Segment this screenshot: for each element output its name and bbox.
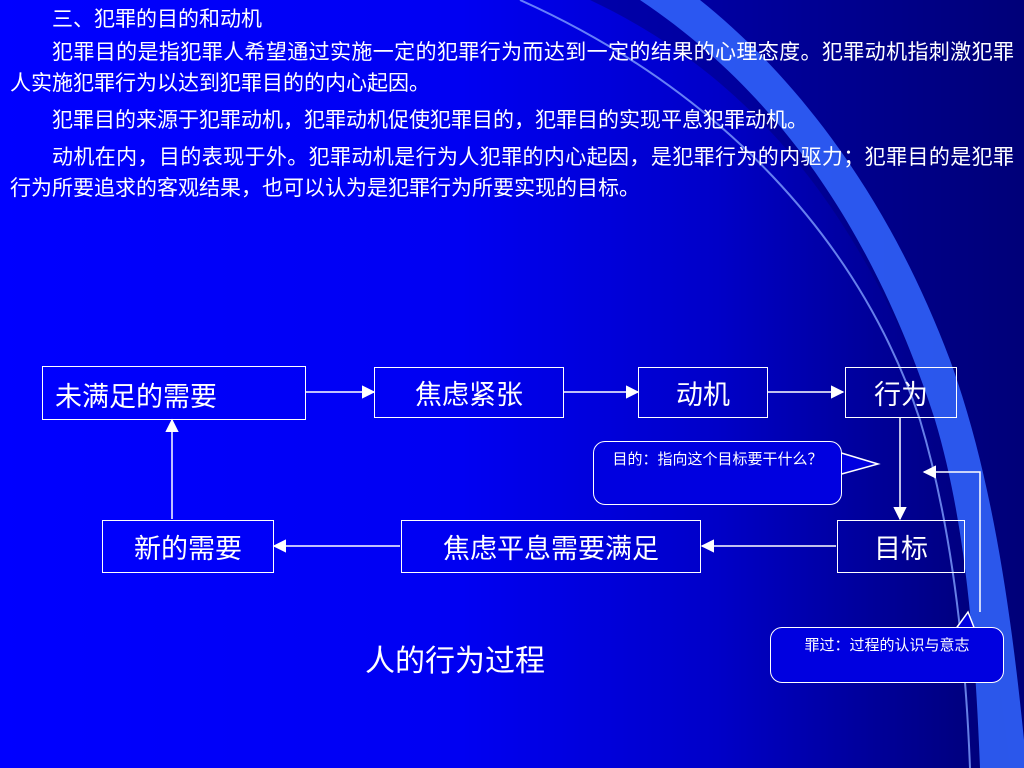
paragraph-source: 犯罪目的来源于犯罪动机，犯罪动机促使犯罪目的，犯罪目的实现平息犯罪动机。 [52, 108, 808, 132]
paragraph-relation: 动机在内，目的表现于外。犯罪动机是行为人犯罪的内心起因，是犯罪行为的内驱力；犯罪… [10, 145, 1014, 200]
box-anxiety: 焦虑紧张 [374, 367, 564, 418]
callout-guilt: 罪过：过程的认识与意志 [770, 627, 1004, 683]
arrow-guilt-feedback [922, 465, 981, 612]
box-new-need: 新的需要 [102, 520, 274, 573]
box-goal: 目标 [837, 520, 965, 573]
paragraph-definition: 犯罪目的是指犯罪人希望通过实施一定的犯罪行为而达到一定的结果的心理态度。犯罪动机… [10, 40, 1014, 95]
section-heading: 三、犯罪的目的和动机 [52, 7, 262, 31]
box-unmet-need: 未满足的需要 [42, 366, 306, 420]
box-motive: 动机 [638, 367, 768, 418]
diagram-caption: 人的行为过程 [365, 644, 545, 679]
callout-purpose: 目的：指向这个目标要干什么？ [593, 441, 842, 505]
callout-purpose-pointer [837, 450, 881, 476]
background-curve-band [640, 0, 1024, 768]
background-curve-outer [590, 0, 1024, 768]
box-relief: 焦虑平息需要满足 [401, 520, 701, 573]
text-content: 三、犯罪的目的和动机 犯罪目的是指犯罪人希望通过实施一定的犯罪行为而达到一定的结… [10, 4, 1014, 210]
box-behavior: 行为 [845, 367, 957, 418]
